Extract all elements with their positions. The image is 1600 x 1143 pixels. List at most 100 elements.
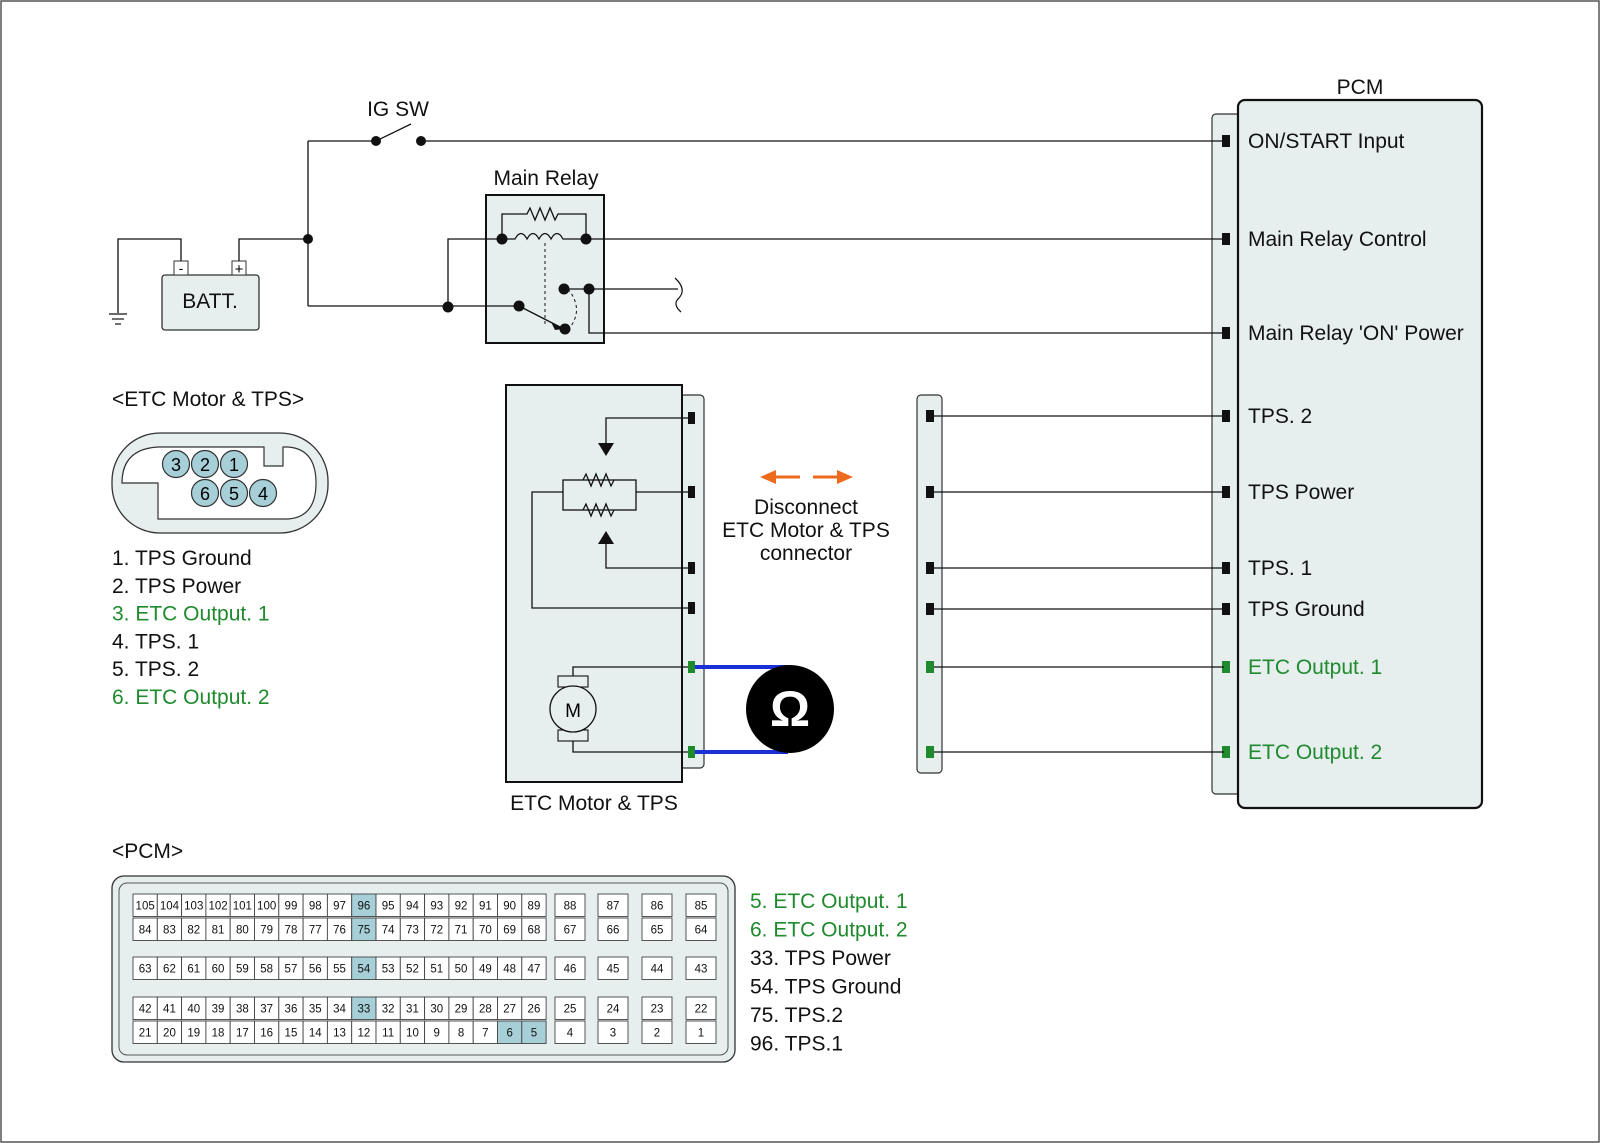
pcm-pin-number: 97 [333,901,346,913]
pcm-pin-cell [521,996,547,1020]
etc-face-pin [161,449,191,479]
pcm-pin-label: TPS. 1 [1248,557,1312,580]
tps-resistor-1-icon [582,472,615,488]
etc-face-pin-number: 5 [229,484,239,504]
main-relay-label: Main Relay [493,167,599,190]
relay-coil-icon [502,232,586,241]
pcm-pin-number: 10 [406,1028,419,1040]
pcm-pin-number: 91 [479,901,492,913]
ig-sw-label: IG SW [367,98,429,121]
ohmmeter-icon [746,665,834,753]
pcm-pin-number: 53 [382,964,395,976]
etc-legend-item: 2. TPS Power [112,575,241,598]
pcm-pin-number: 31 [406,1004,419,1016]
pcm-pin-terminal [1222,746,1230,758]
pcm-pin-number: 8 [458,1028,464,1040]
pcm-pin-number: 60 [212,964,225,976]
pcm-pin-number: 78 [285,925,298,937]
pcm-pin-label: Main Relay 'ON' Power [1248,322,1464,345]
pcm-pin-terminal [1222,486,1230,498]
pcm-pin-number: 22 [695,1004,708,1016]
etc-face-pin-number: 6 [200,484,210,504]
motor-icon [549,685,597,733]
pcm-pin-number: 73 [406,925,419,937]
wiper-1-arrow-icon [598,443,614,456]
pcm-pin-number: 41 [163,1004,176,1016]
etc-legend-item: 3. ETC Output. 1 [112,603,270,626]
pcm-pin-number: 66 [607,925,620,937]
pcm-pin-number: 84 [139,925,152,937]
wire-break-icon [674,277,683,313]
etc-legend-item: 6. ETC Output. 2 [112,686,270,709]
pcm-connector-strip [1211,113,1241,795]
pcm-pin-label: Main Relay Control [1248,228,1427,251]
pcm-pin-number: 103 [184,901,203,913]
pcm-pin-label: TPS. 2 [1248,405,1312,428]
pcm-title: PCM [1337,76,1384,99]
etc-face-pin-number: 2 [200,455,210,475]
etc-connector-strip [679,394,705,769]
relay-resistor-icon [501,206,587,239]
power-circuit: IG SW BATT. - + Main Relay [109,98,1224,344]
etc-body-label: ETC Motor & TPS [510,792,678,815]
pcm-pin-number: 76 [333,925,346,937]
pcm-pin-number: 5 [531,1028,537,1040]
pcm-pin-number: 96 [357,901,370,913]
pcm-pin-cell [597,1020,629,1044]
pcm-pin-number: 2 [654,1028,660,1040]
pcm-pin-number: 15 [285,1028,298,1040]
pcm-pin-number: 28 [479,1004,492,1016]
etc-face-pin-number: 3 [171,455,181,475]
pcm-pin-cell [641,996,673,1020]
pcm-pin-cell [685,996,717,1020]
pcm-pin-number: 9 [434,1028,440,1040]
pcm-pin-number: 25 [564,1004,577,1016]
pcm-pin-number: 65 [651,925,664,937]
pcm-pin-cell [641,1020,673,1044]
etc-face-pin [219,449,249,479]
harness-terminal [926,746,934,758]
pcm-pin-number: 12 [357,1028,370,1040]
pcm-pin-cell [685,893,717,917]
pcm-pin-number: 11 [382,1028,394,1040]
etc-connector-title: <ETC Motor & TPS> [112,388,304,411]
etc-motor-tps-component: ETC Motor & TPS M Ω [505,384,834,815]
pcm-pin-number: 21 [139,1028,152,1040]
pcm-legend-item: 5. ETC Output. 1 [750,890,908,913]
pcm-pin-terminal [1222,661,1230,673]
svg-text:-: - [179,260,184,276]
pcm-pin-number: 34 [333,1004,346,1016]
pcm-pin-number: 17 [236,1028,249,1040]
pcm-pin-number: 58 [260,964,273,976]
pcm-pin-number: 23 [651,1004,664,1016]
pcm-pin-cell [521,893,547,917]
pcm-pin-cell [554,1020,586,1044]
pcm-pin-number: 92 [455,901,468,913]
pcm-pin-terminal [1222,603,1230,615]
pcm-pin-number: 62 [163,964,176,976]
pcm-pin-number: 29 [455,1004,468,1016]
pcm-pin-cell [521,917,547,941]
pcm-connector-title: <PCM> [112,840,183,863]
pcm-pin-label: ETC Output. 1 [1248,656,1382,679]
pcm-pin-number: 69 [503,925,516,937]
pcm-pin-number: 88 [564,901,577,913]
pcm-pin-cell [554,893,586,917]
arrow-left-icon [760,470,776,484]
pcm-pin-cell [597,996,629,1020]
pcm-pin-label: TPS Ground [1248,598,1365,621]
disconnect-note: Disconnect ETC Motor & TPS connector [722,470,890,565]
svg-text:+: + [235,261,244,278]
pcm-pin-number: 86 [651,901,664,913]
harness-terminal [926,603,934,615]
pcm-pin-number: 51 [430,964,443,976]
ground-icon [109,313,127,325]
etc-legend-item: 4. TPS. 1 [112,630,199,653]
pcm-pin-number: 40 [187,1004,200,1016]
pcm-pin-number: 47 [528,964,541,976]
pcm-pin-number: 55 [333,964,346,976]
pcm-pin-number: 32 [382,1004,395,1016]
